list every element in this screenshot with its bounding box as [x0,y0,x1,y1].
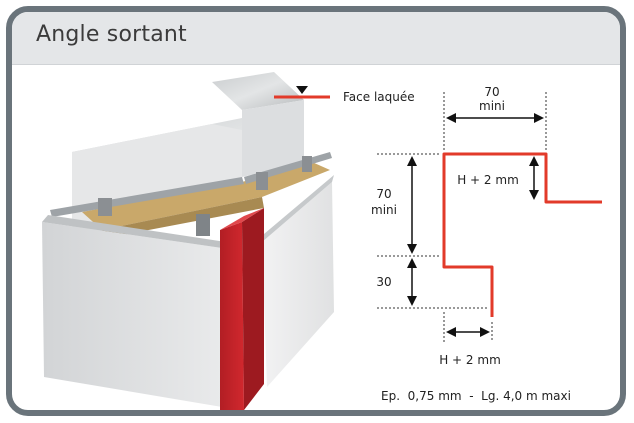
profile-drawing: 70 mini 70 mini 30 H + 2 mm H + 2 mm [371,85,602,403]
block-top-right [212,72,304,110]
red-angle-top [220,208,264,230]
insulation-edge [102,197,264,238]
panel-left-top [42,215,226,248]
diagram-canvas: Face laquée 70 mini 70 mini [42,72,602,410]
dim-bottom-arrow-right [480,327,490,337]
spec-text: Ep. 0,75 mm - Lg. 4,0 m maxi [381,389,571,403]
legend: Face laquée [274,86,415,104]
bracket-4 [302,156,312,172]
panel-right-top [262,175,334,242]
panel-right [262,182,334,387]
dim-left-unit: mini [371,203,397,217]
red-angle-front [220,222,244,410]
page-title: Angle sortant [36,22,187,47]
bracket-2 [196,214,210,236]
block-right-face [242,100,304,177]
dim-lip-label: H + 2 mm [457,173,519,187]
card-header: Angle sortant [12,12,620,65]
dim-top-arrow-right [534,113,544,123]
dim-lower-arrow-bottom [407,296,417,306]
bracket-1 [98,198,112,216]
dim-lower-value: 30 [376,275,391,289]
dim-lower-arrow-top [407,258,417,268]
dim-top-arrow-left [446,113,456,123]
dim-bottom-label: H + 2 mm [439,353,501,367]
dim-bottom-arrow-left [446,327,456,337]
dim-left-arrow-top [407,156,417,166]
red-angle-side [242,208,264,410]
dim-lip-arrow-top [529,156,539,166]
dim-top-unit: mini [479,99,505,113]
legend-label: Face laquée [343,90,415,104]
dim-left-arrow-bottom [407,244,417,254]
dim-lip-arrow-bottom [529,190,539,200]
bracket-3 [256,172,268,190]
info-card: Angle sortant [6,6,626,416]
corner-illustration [42,72,334,410]
dim-top-value: 70 [484,85,499,99]
dim-left-value: 70 [376,187,391,201]
legend-arrow-icon [296,86,308,94]
profile-line [442,152,602,317]
panel-left [42,222,222,407]
